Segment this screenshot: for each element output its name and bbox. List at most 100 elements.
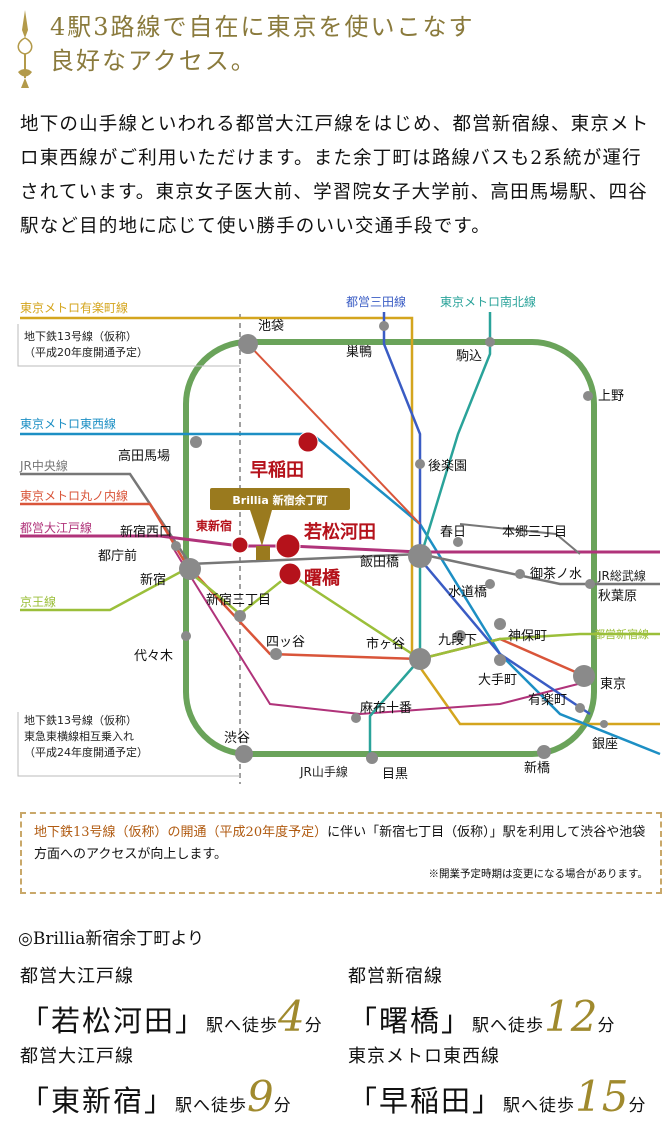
station-ikebukuro: 池袋 — [258, 319, 284, 334]
station-higashi-shinjuku: 東新宿 — [196, 518, 232, 533]
station-shinjuku-sanchome: 新宿三丁目 — [206, 592, 271, 608]
label-yamanote: JR山手線 — [299, 764, 348, 779]
fukutoshin-bracket — [17, 324, 240, 367]
label-tokyu-3: （平成24年度開通予定） — [24, 745, 148, 759]
station-dot-meguro — [366, 752, 378, 764]
tokyu-bracket — [17, 712, 240, 777]
access-walk: 駅へ徒歩 — [503, 1096, 576, 1116]
station-shinbashi: 新橋 — [524, 760, 550, 776]
label-keio: 京王線 — [20, 594, 56, 609]
access-line: 都営大江戸線 — [20, 1046, 134, 1067]
station-akihabara: 秋葉原 — [598, 589, 637, 604]
station-dot-akihabara — [585, 579, 595, 589]
keio-line — [20, 567, 660, 661]
access-line: 都営大江戸線 — [20, 966, 134, 987]
station-dot-ueno — [583, 391, 593, 401]
station-tokyo: 東京 — [600, 676, 626, 692]
station-ochanomizu: 御茶ノ水 — [530, 566, 582, 582]
station-hongo: 本郷三丁目 — [502, 525, 567, 540]
access-unit: 分 — [597, 1016, 615, 1036]
intro-text: 地下の山手線といわれる都営大江戸線をはじめ、都営新宿線、東京メトロ東西線がご利用… — [20, 114, 650, 237]
station-dot-komagome — [485, 337, 495, 347]
label-oedo: 都営大江戸線 — [20, 520, 92, 535]
access-unit: 分 — [273, 1096, 291, 1116]
property-pointer — [250, 510, 272, 546]
yamanote-loop — [183, 339, 597, 757]
access-minutes: 12 — [544, 992, 598, 1041]
station-dot-ochanomizu — [515, 569, 525, 579]
station-jimbocho: 神保町 — [508, 629, 547, 644]
station-dot-azabu — [351, 713, 361, 723]
note-box: 地下鉄13号線（仮称）の開通（平成20年度予定）に伴い「新宿七丁目（仮称）」駅を… — [20, 812, 662, 894]
station-ichigaya: 市ヶ谷 — [366, 636, 405, 652]
station-otemachi: 大手町 — [478, 673, 517, 688]
label-sobu: JR総武線 — [597, 568, 646, 583]
station-dot-tokyo — [573, 665, 595, 687]
station-dot-shinjuku-nishiguchi — [171, 541, 181, 551]
station-dot-jimbocho — [494, 618, 506, 630]
label-chuo: JR中央線 — [19, 458, 68, 473]
access-item: 東京メトロ東西線 「早稲田」駅へ徒歩15分 — [348, 1042, 668, 1121]
station-dot-yotsuya — [270, 648, 282, 660]
ornament-icon — [17, 10, 33, 88]
station-dot-yoyogi — [181, 631, 191, 641]
station-shinjuku: 新宿 — [140, 572, 166, 588]
hongo-diagonal — [459, 523, 581, 555]
station-suidobashi: 水道橋 — [448, 585, 487, 600]
highlighted-dots — [231, 431, 319, 586]
station-takadanobaba: 高田馬場 — [118, 448, 170, 464]
note-highlight: 地下鉄13号線（仮称）の開通（平成20年度予定） — [34, 825, 328, 840]
station-dot-korakuen — [415, 459, 425, 469]
route-map: Brillia 新宿余丁町 東京メトロ有楽町線 地下鉄13号線（仮称） （平成2… — [17, 294, 661, 784]
station-kasuga: 春日 — [440, 525, 466, 540]
label-fukutoshin-2: （平成20年度開通予定） — [24, 345, 148, 359]
highlight-dot-akebonobashi — [278, 562, 302, 586]
station-dot-kudanshita — [454, 630, 466, 642]
station-korakuen: 後楽園 — [428, 458, 467, 474]
note-disclaimer: ※開業予定時期は変更になる場合があります。 — [428, 868, 648, 880]
headline-line-1: 4駅3路線で自在に東京を使いこなす — [50, 13, 475, 41]
station-ginza: 銀座 — [592, 737, 618, 752]
station-dot-shinjuku-sanchome — [234, 610, 246, 622]
access-minutes: 15 — [575, 1072, 629, 1121]
station-shinjuku-nishiguchi: 新宿西口 — [120, 524, 172, 540]
label-tokyu-1: 地下鉄13号線（仮称） — [24, 713, 137, 727]
label-yurakucho: 東京メトロ有楽町線 — [20, 300, 128, 315]
station-dot-ikebukuro — [238, 334, 258, 354]
note-text: に伴い「新宿七丁目（仮称）」駅を利用して渋谷や池袋方面へのアクセスが向上します。 — [34, 825, 646, 862]
station-dot-shibuya — [235, 745, 253, 763]
station-dot-shinbashi — [537, 745, 551, 759]
mita-line — [382, 312, 591, 716]
station-dot-yurakucho — [575, 703, 585, 713]
label-shinjuku-line: 都営新宿線 — [594, 627, 649, 641]
property-square — [256, 546, 270, 560]
station-kudanshita: 九段下 — [438, 633, 477, 648]
access-item: 都営大江戸線 「若松河田」駅へ徒歩4分 — [20, 962, 340, 1041]
access-unit: 分 — [628, 1096, 646, 1116]
label-tokyu-2: 東急東横線相互乗入れ — [24, 729, 134, 743]
access-station: 「若松河田」 — [20, 1004, 207, 1038]
access-item: 都営大江戸線 「東新宿」駅へ徒歩9分 — [20, 1042, 340, 1121]
station-dot-sugamo — [379, 321, 389, 331]
highlight-dot-wakamatsu — [275, 533, 301, 559]
station-komagome: 駒込 — [456, 349, 482, 364]
access-walk: 駅へ徒歩 — [206, 1016, 279, 1036]
property-marker: Brillia 新宿余丁町 — [210, 488, 350, 560]
station-dot-takadanobaba — [190, 436, 202, 448]
station-shibuya: 渋谷 — [224, 731, 250, 746]
property-label: Brillia 新宿余丁町 — [232, 493, 327, 507]
station-sugamo: 巣鴨 — [346, 345, 372, 360]
from-label: ◎Brillia新宿余丁町より — [18, 929, 204, 949]
station-meguro: 目黒 — [382, 767, 408, 782]
station-dots — [171, 321, 608, 764]
access-walk: 駅へ徒歩 — [175, 1096, 248, 1116]
label-marunouchi: 東京メトロ丸ノ内線 — [20, 488, 128, 503]
highlight-dot-waseda — [297, 431, 319, 453]
access-station: 「曙橋」 — [348, 1004, 473, 1038]
station-akebonobashi: 曙橋 — [304, 567, 341, 589]
station-dot-otemachi — [494, 654, 506, 666]
station-dot-kasuga — [453, 537, 463, 547]
station-iidabashi: 飯田橋 — [360, 555, 399, 570]
highlight-dot-higashi-shinjuku — [231, 536, 249, 554]
station-yotsuya: 四ッ谷 — [266, 635, 305, 650]
